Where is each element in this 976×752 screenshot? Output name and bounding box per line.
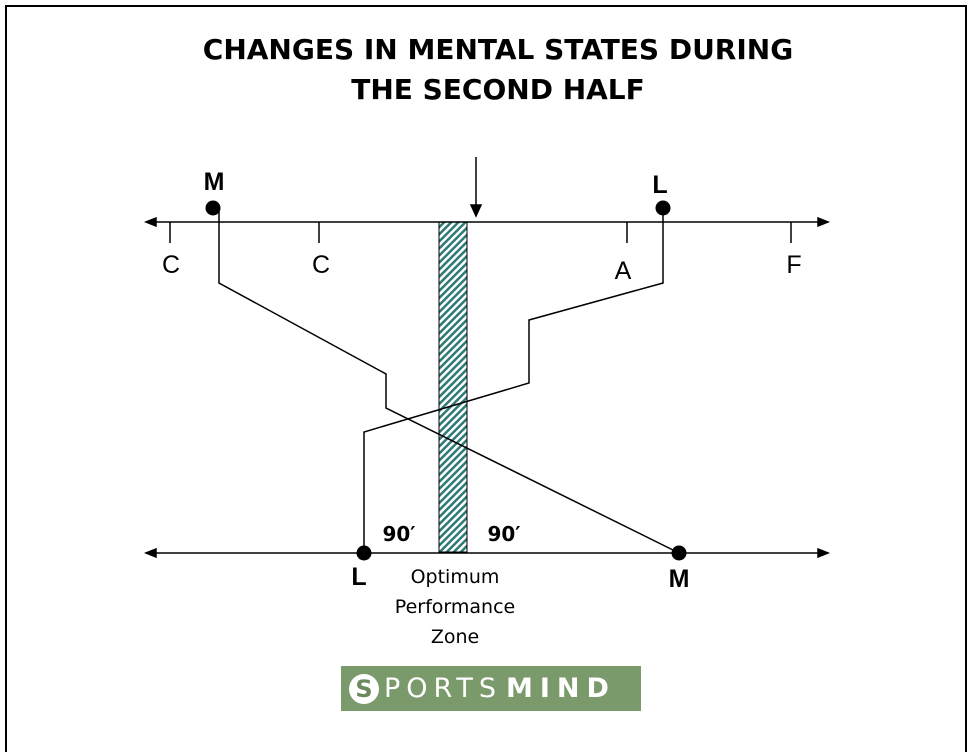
logo-initial: S (349, 673, 379, 704)
down-arrow-icon (469, 157, 483, 218)
optimum-zone-band (438, 221, 468, 553)
zone-label-line-2: Performance (395, 596, 515, 618)
m-transition-path (218, 208, 680, 554)
zone-label-line-3: Zone (431, 626, 479, 648)
top-tick-label-a: A (615, 257, 632, 285)
title-line-1: CHANGES IN MENTAL STATES DURING (202, 33, 794, 66)
top-marker-l-label: L (652, 171, 667, 199)
title-line-2: THE SECOND HALF (351, 73, 645, 106)
bottom-marker-m-dot (671, 545, 687, 561)
time-label-right: 90′ (487, 522, 520, 546)
zone-label-line-1: Optimum (411, 566, 500, 588)
top-axis (143, 216, 831, 228)
top-marker-l-dot (655, 200, 671, 216)
top-marker-m-label: M (204, 168, 225, 196)
logo-text-light: PORTS (384, 673, 502, 704)
slide-frame (5, 5, 967, 752)
bottom-marker-l-label: L (351, 563, 366, 591)
bottom-marker-l-dot (356, 545, 372, 561)
diagram-title: CHANGES IN MENTAL STATES DURING THE SECO… (0, 30, 976, 110)
bottom-marker-m-label: M (669, 565, 690, 593)
logo-text-bold: MIND (505, 673, 616, 704)
top-tick-label-f: F (786, 251, 801, 279)
top-tick-label-c2: C (312, 251, 330, 279)
top-tick-label-c1: C (162, 251, 180, 279)
l-transition-path (363, 208, 664, 553)
time-label-left: 90′ (382, 522, 415, 546)
bottom-axis (143, 547, 831, 559)
top-marker-m-dot (205, 200, 221, 216)
sportsmind-logo: S PORTS MIND (341, 666, 641, 711)
